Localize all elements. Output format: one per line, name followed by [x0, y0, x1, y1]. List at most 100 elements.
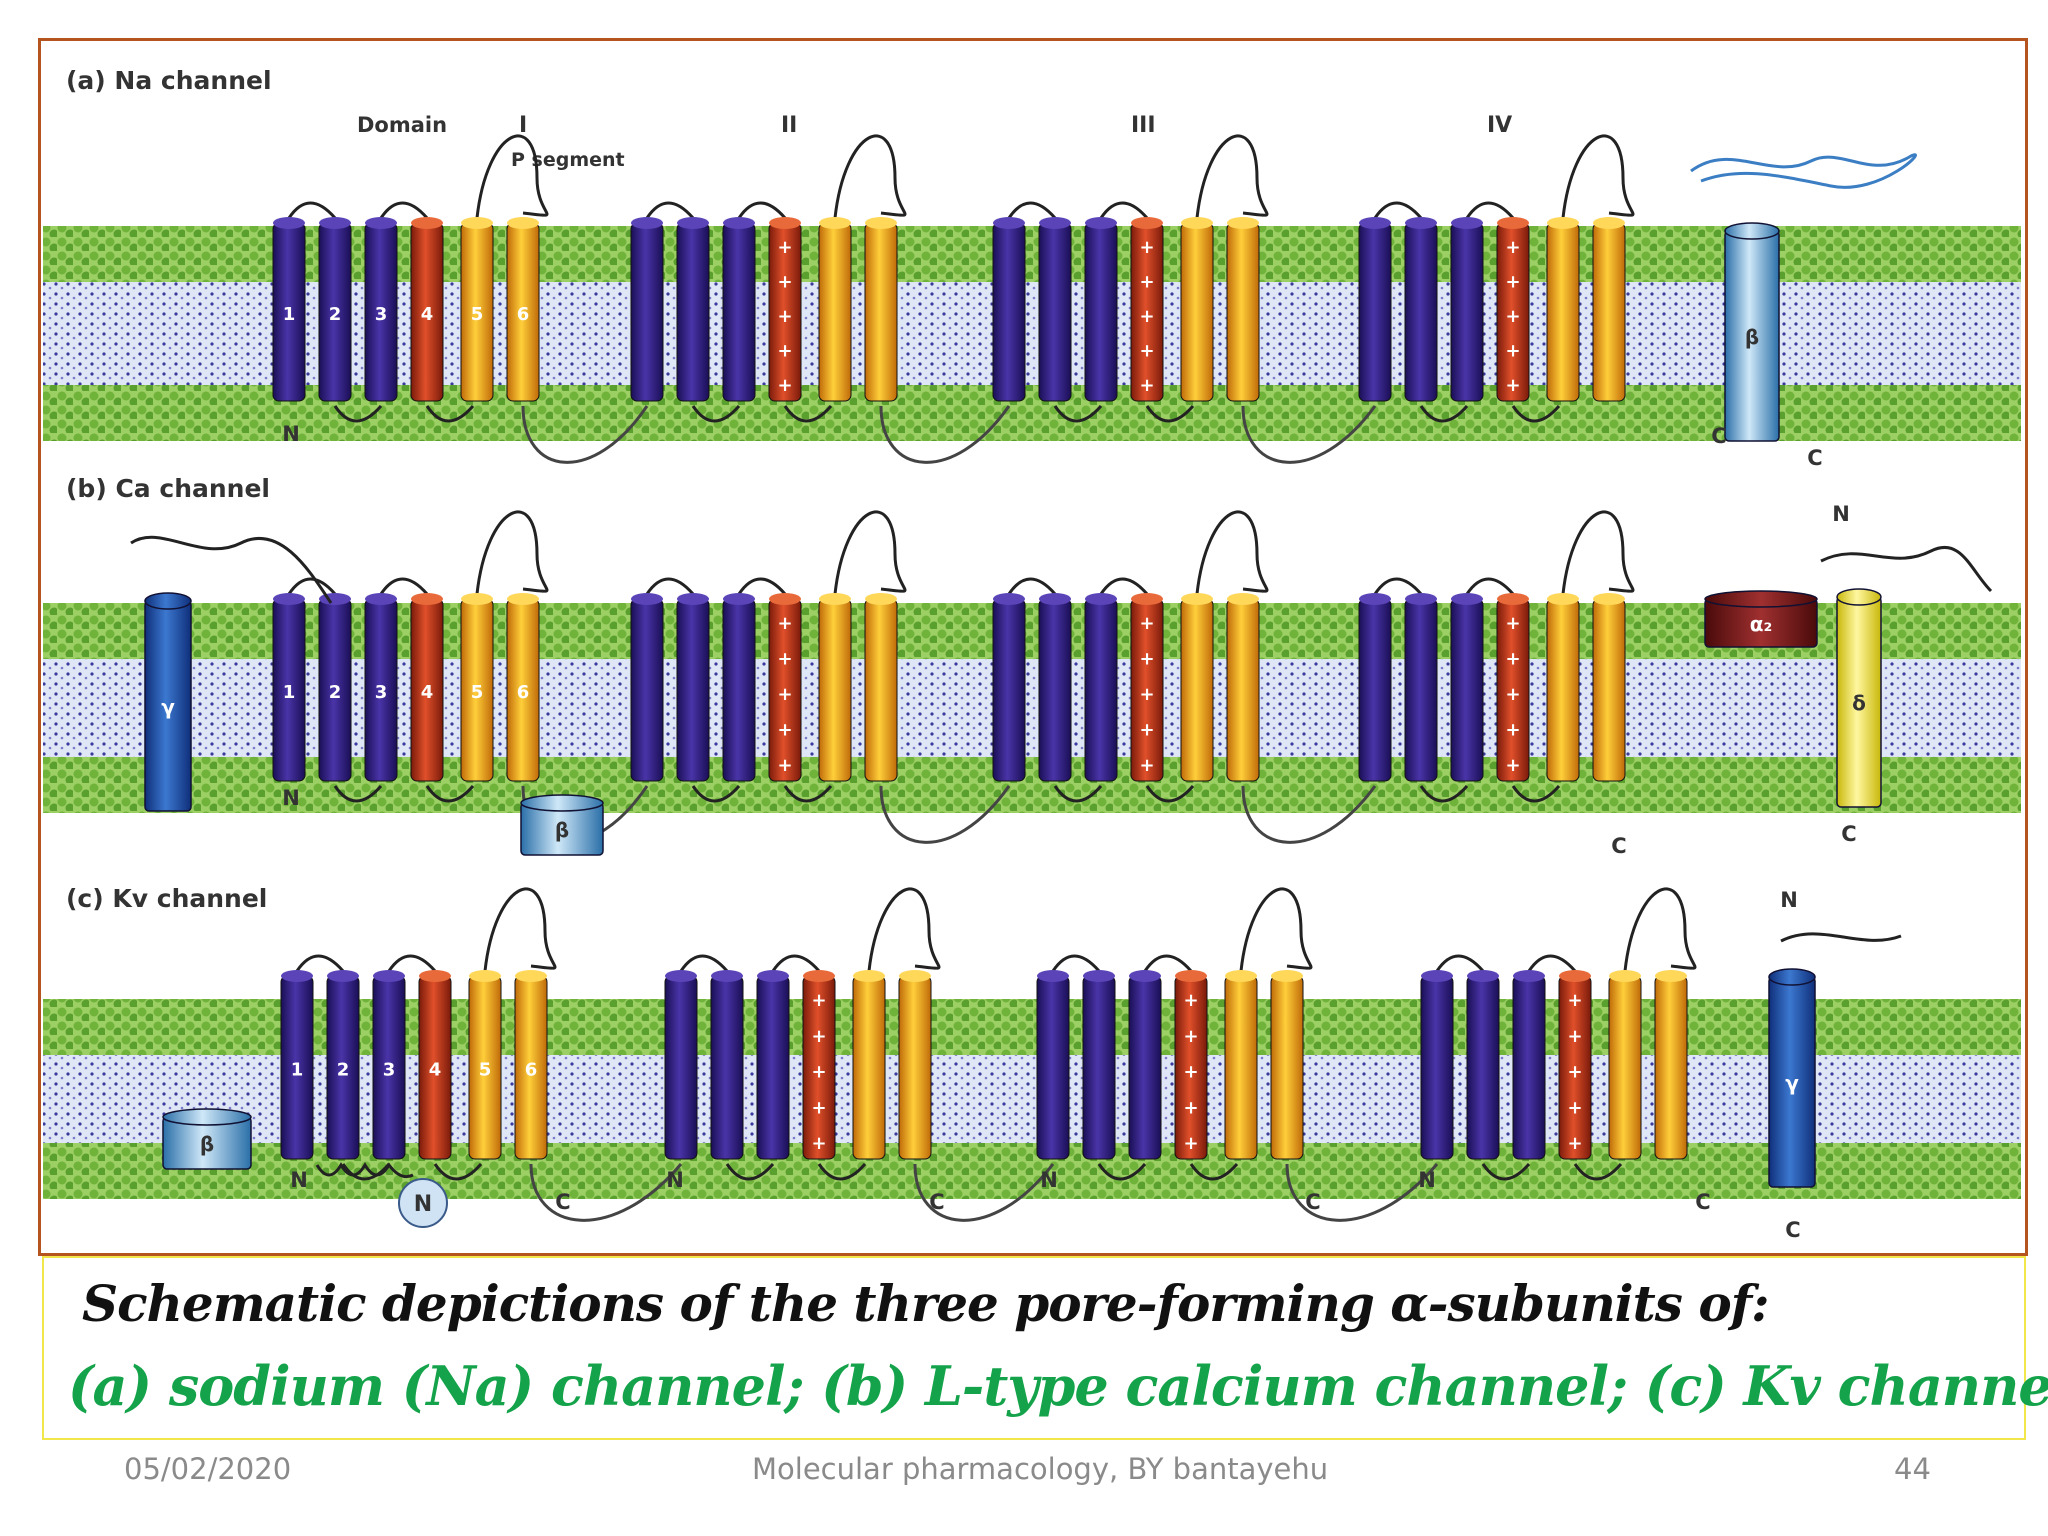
- voltage-sensor-charge: +: [1505, 720, 1520, 741]
- intracellular-loop: [1419, 405, 1561, 423]
- helix-top-cap: [865, 217, 897, 229]
- alpha2-subunit-ca: α₂: [1704, 590, 1818, 648]
- helix-top-cap: [1593, 217, 1625, 229]
- terminus-n: N: [282, 422, 300, 446]
- panel-c-title: (c) Kv channel: [66, 884, 267, 913]
- helix-number-label: 2: [337, 1060, 350, 1081]
- alpha2-subunit-ca-label: α₂: [1750, 612, 1773, 636]
- helix-segment-1: [992, 598, 1026, 782]
- helix-segment-2: [1404, 598, 1438, 782]
- helix-top-cap: [1085, 217, 1117, 229]
- helix-segment-6: [1592, 598, 1626, 782]
- voltage-sensor-charge: +: [777, 306, 792, 327]
- interdomain-linker: [913, 1163, 1055, 1222]
- helix-segment-2: [1466, 975, 1500, 1160]
- helix-number-label: 2: [329, 682, 342, 703]
- helix-segment-2: [1082, 975, 1116, 1160]
- helix-number-label: 5: [471, 304, 484, 325]
- helix-segment-1: [1420, 975, 1454, 1160]
- helix-top-cap: [1405, 593, 1437, 605]
- voltage-sensor-charge: +: [1567, 1026, 1582, 1047]
- helix-segment-6: [1654, 975, 1688, 1160]
- helix-segment-3: [1450, 598, 1484, 782]
- voltage-sensor-charge: +: [1139, 649, 1154, 670]
- helix-top-cap: [899, 970, 931, 982]
- helix-top-cap: [757, 970, 789, 982]
- terminus-c: C: [929, 1190, 944, 1214]
- voltage-sensor-charge: +: [811, 1026, 826, 1047]
- voltage-sensor-charge: +: [777, 720, 792, 741]
- terminus-n: N: [1040, 1168, 1058, 1192]
- helix-top-cap: [1497, 217, 1529, 229]
- helix-top-cap: [461, 593, 493, 605]
- connecting-loops: [287, 134, 1697, 1222]
- helix-top-cap: [1467, 970, 1499, 982]
- intracellular-loop: [725, 1163, 867, 1181]
- helix-top-cap: [1451, 217, 1483, 229]
- helix-segment-3: [722, 222, 756, 402]
- beta-subunit-ca-cap: [520, 794, 604, 812]
- helix-segment-1: [630, 222, 664, 402]
- helix-number-label: 5: [471, 682, 484, 703]
- voltage-sensor-charge: +: [1139, 375, 1154, 396]
- helix-segment-3: [1084, 598, 1118, 782]
- domain-numeral-1: I: [519, 113, 527, 138]
- domain-numeral-4: IV: [1487, 113, 1512, 138]
- helix-segment-3: [1512, 975, 1546, 1160]
- helix-segment-2: [676, 222, 710, 402]
- voltage-sensor-charge: +: [1505, 341, 1520, 362]
- helix-top-cap: [993, 593, 1025, 605]
- terminus-c: C: [1807, 446, 1822, 470]
- voltage-sensor-charge: +: [1139, 720, 1154, 741]
- gamma-subunit-kv: γ: [1768, 968, 1816, 1188]
- helix-top-cap: [1131, 593, 1163, 605]
- extracellular-loop: [645, 134, 907, 219]
- kv-gamma-tail: [1780, 932, 1902, 943]
- footer-title: Molecular pharmacology, BY bantayehu: [752, 1452, 1329, 1486]
- helix-number-label: 1: [283, 682, 296, 703]
- helix-segment-6: [1270, 975, 1304, 1160]
- helix-top-cap: [373, 970, 405, 982]
- voltage-sensor-charge: +: [1567, 990, 1582, 1011]
- voltage-sensor-charge: +: [1139, 306, 1154, 327]
- helix-segment-5: [1224, 975, 1258, 1160]
- helix-top-cap: [1609, 970, 1641, 982]
- extracellular-loop: [287, 134, 549, 219]
- beta-subunit-na-label: β: [1745, 325, 1759, 349]
- helix-segment-6: [864, 222, 898, 402]
- beta-subunit-kv-cap: [162, 1108, 252, 1126]
- extracellular-loop: [295, 887, 557, 972]
- helix-top-cap: [1181, 217, 1213, 229]
- helix-segment-6: [864, 598, 898, 782]
- helix-top-cap: [1131, 217, 1163, 229]
- helix-top-cap: [1593, 593, 1625, 605]
- helix-segment-5: [1546, 598, 1580, 782]
- delta-subunit-ca-label: δ: [1852, 691, 1866, 715]
- helix-top-cap: [1271, 970, 1303, 982]
- helix-top-cap: [853, 970, 885, 982]
- helix-segment-5: [1546, 222, 1580, 402]
- domain-numeral-2: II: [781, 113, 797, 138]
- terminus-n: N: [1832, 502, 1850, 526]
- helix-top-cap: [631, 217, 663, 229]
- intracellular-loop: [691, 405, 833, 423]
- helix-segment-3: [1084, 222, 1118, 402]
- terminus-c: C: [1611, 834, 1626, 858]
- voltage-sensor-charge: +: [1183, 990, 1198, 1011]
- helix-top-cap: [1039, 217, 1071, 229]
- interdomain-linker: [879, 405, 1011, 464]
- helix-top-cap: [1359, 217, 1391, 229]
- helix-number-label: 6: [525, 1060, 538, 1081]
- helix-top-cap: [677, 593, 709, 605]
- helix-top-cap: [411, 593, 443, 605]
- intracellular-loop: [1097, 1163, 1239, 1181]
- helix-top-cap: [507, 593, 539, 605]
- intracellular-loop: [341, 1163, 483, 1181]
- voltage-sensor-charge: +: [1567, 1097, 1582, 1118]
- helix-top-cap: [769, 217, 801, 229]
- voltage-sensor-charge: +: [1139, 272, 1154, 293]
- helix-top-cap: [1405, 217, 1437, 229]
- helix-top-cap: [469, 970, 501, 982]
